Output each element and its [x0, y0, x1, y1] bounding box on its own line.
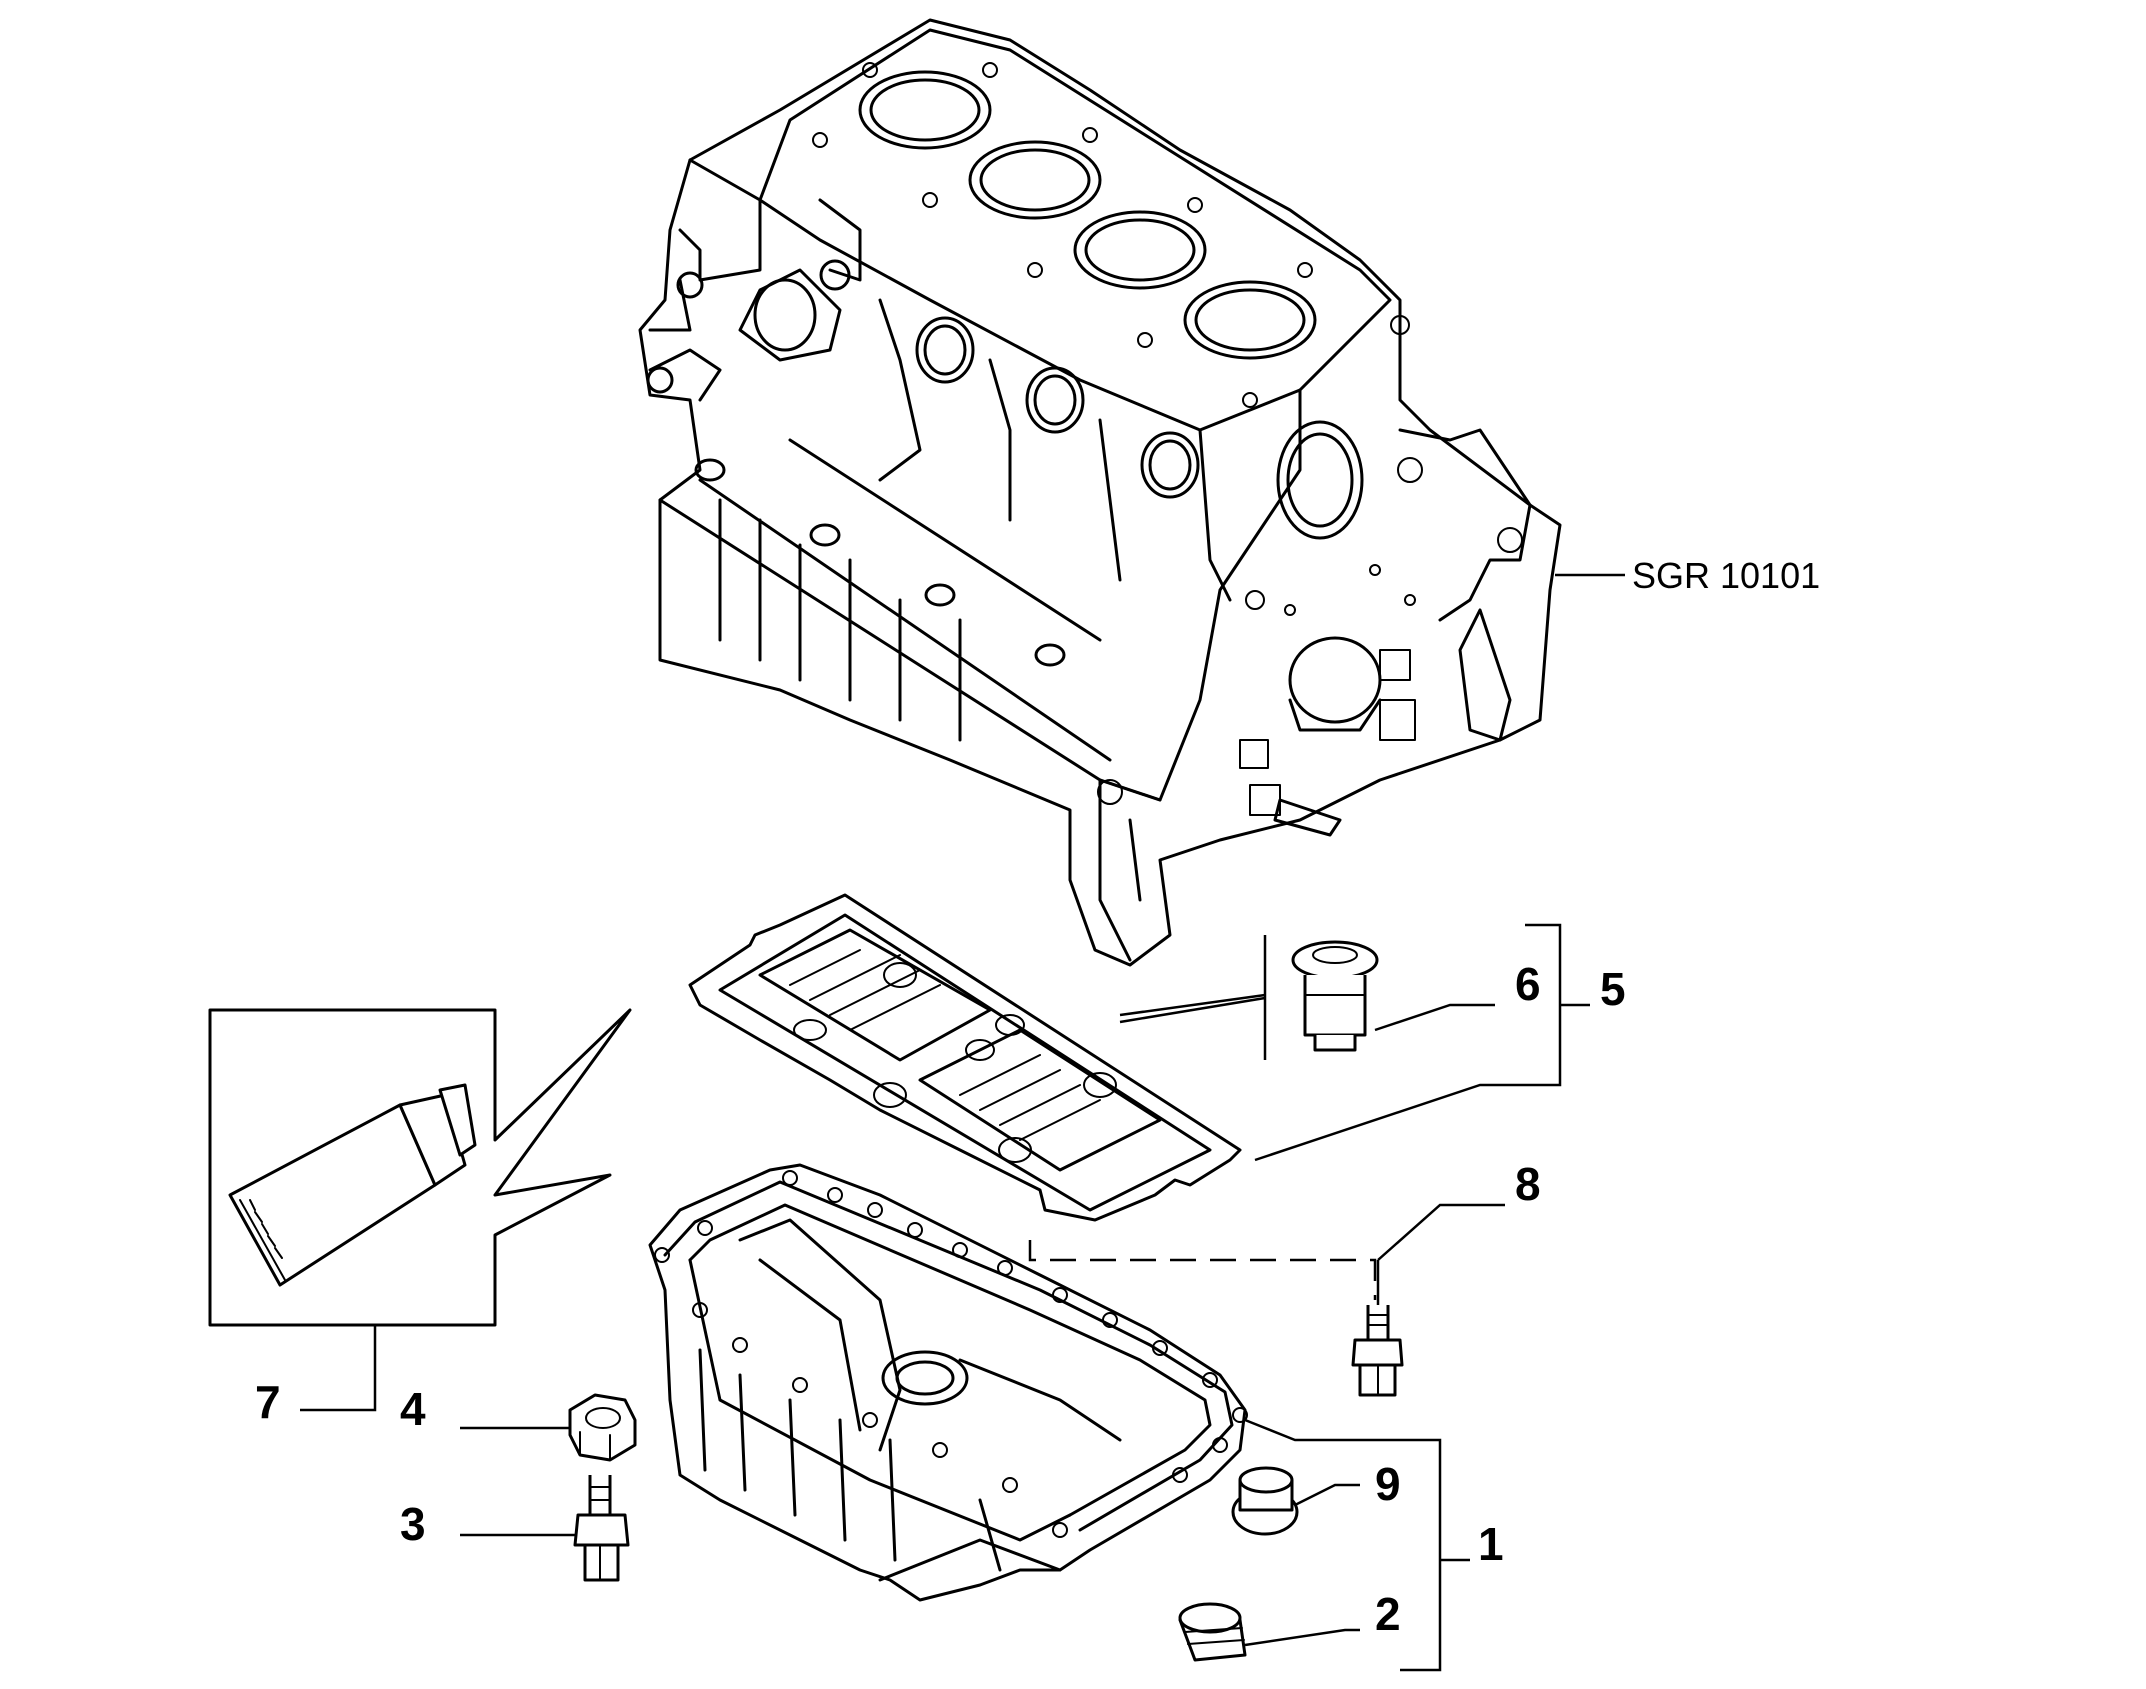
plug-part-6 [1291, 940, 1379, 1052]
reference-code-label: SGR 10101 [1632, 555, 1820, 596]
sealant-tube-inset [208, 1008, 632, 1327]
oil-pan-gasket [688, 893, 1242, 1222]
bolt-part-8 [1351, 1305, 1404, 1397]
callout-8: 8 [1515, 1158, 1541, 1210]
callout-3: 3 [400, 1498, 426, 1550]
nut-part-4 [568, 1393, 637, 1462]
leader-lines [300, 573, 1625, 1672]
threaded-plug-part-2 [1178, 1602, 1247, 1662]
callout-5: 5 [1600, 963, 1626, 1015]
callout-4: 4 [400, 1383, 426, 1435]
callout-2: 2 [1375, 1588, 1401, 1640]
stud-part-3 [573, 1475, 630, 1582]
oil-pan [648, 1163, 1248, 1602]
callout-1: 1 [1478, 1518, 1504, 1570]
callout-9: 9 [1375, 1458, 1401, 1510]
engine-block [638, 18, 1562, 967]
callout-6: 6 [1515, 958, 1541, 1010]
callout-7: 7 [255, 1376, 281, 1428]
drain-plug-part-9 [1231, 1466, 1299, 1536]
